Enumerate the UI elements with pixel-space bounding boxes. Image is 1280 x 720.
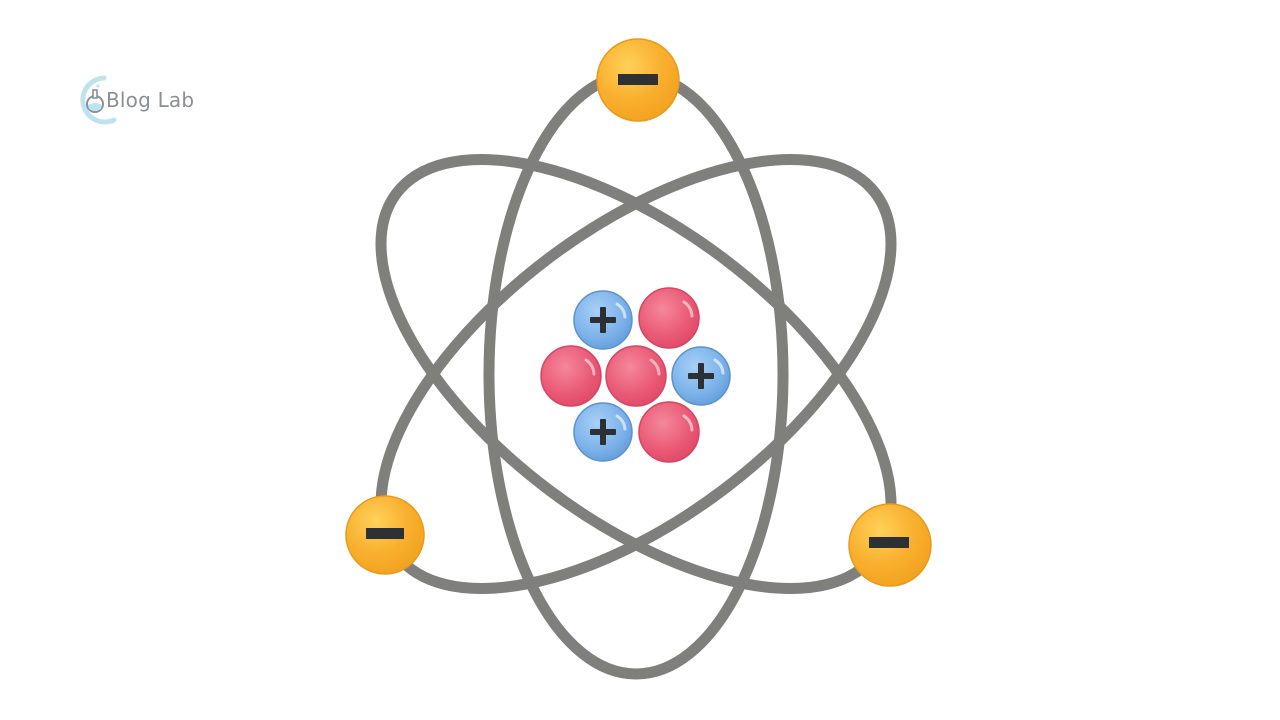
minus-icon [618, 74, 658, 85]
flask-logo-icon [80, 75, 117, 125]
logo-text: Blog Lab [106, 88, 195, 112]
proton [573, 402, 633, 462]
neutron [638, 287, 700, 349]
neutron [540, 345, 602, 407]
electron [848, 503, 932, 587]
electron [596, 38, 680, 122]
minus-icon [869, 537, 909, 548]
plus-icon [590, 419, 616, 445]
neutron [638, 401, 700, 463]
electron [345, 495, 425, 575]
proton [671, 346, 731, 406]
plus-icon [590, 307, 616, 333]
plus-icon [688, 363, 714, 389]
neutron [605, 345, 667, 407]
nucleus [540, 287, 731, 463]
proton [573, 290, 633, 350]
minus-icon [366, 528, 404, 539]
